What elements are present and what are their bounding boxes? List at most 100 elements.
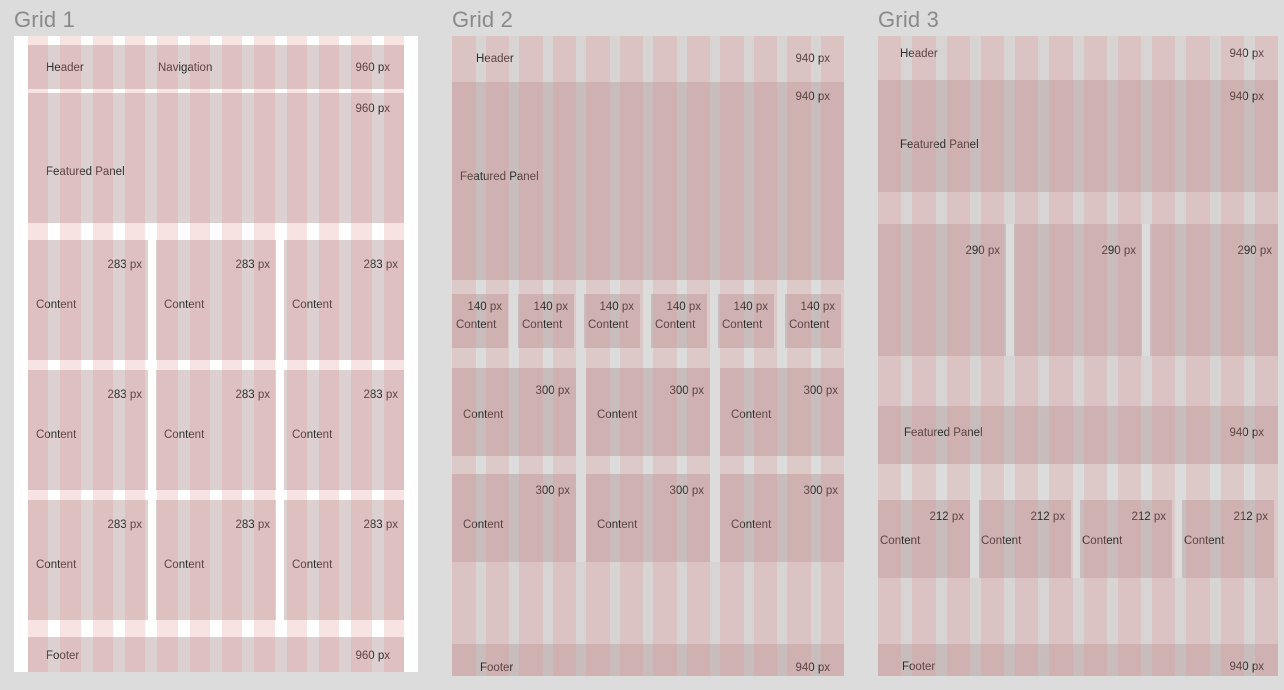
block-featured-panel-1[interactable]: 940 px Featured Panel [878, 80, 1278, 192]
footer-width-label: 940 px [1229, 661, 1264, 673]
block-content-7[interactable]: 300 px Content [452, 368, 576, 456]
header-label: Header [46, 62, 84, 74]
grid-2-inner: Header 940 px 940 px Featured Panel 140 … [452, 36, 844, 676]
content-label: Content [292, 559, 333, 571]
block-header[interactable]: Header Navigation 960 px [28, 45, 404, 89]
block-content-11[interactable]: 300 px Content [586, 474, 710, 562]
content-width-label: 283 px [363, 389, 398, 401]
block-content-1[interactable]: 140 px Content [452, 294, 508, 348]
block-content-10[interactable]: 300 px Content [452, 474, 576, 562]
content-label: Content [880, 535, 921, 547]
block-footer[interactable]: Footer 940 px [452, 644, 844, 676]
content-label: Content [292, 429, 333, 441]
block-content-4[interactable]: 283 px Content [28, 370, 148, 490]
block-content-2[interactable]: 212 px Content [979, 500, 1071, 578]
content-label: Content [164, 299, 205, 311]
block-content-3[interactable]: 283 px Content [284, 240, 404, 360]
block-spacer-top [878, 192, 1278, 224]
block-featured-panel[interactable]: 960 px Featured Panel [28, 93, 404, 223]
footer-label: Footer [902, 661, 936, 673]
content-width-label: 300 px [669, 385, 704, 397]
featured-width-label: 940 px [795, 91, 830, 103]
content-label: Content [731, 409, 772, 421]
block-content-8[interactable]: 300 px Content [586, 368, 710, 456]
block-content-4[interactable]: 140 px Content [651, 294, 707, 348]
block-header[interactable]: Header 940 px [452, 36, 844, 82]
block-content-2[interactable]: 283 px Content [156, 240, 276, 360]
footer-label: Footer [46, 650, 80, 662]
block-media-3[interactable]: 290 px [1150, 224, 1278, 356]
content-width-label: 140 px [467, 301, 502, 313]
block-footer[interactable]: Footer 940 px [878, 644, 1278, 676]
content-label: Content [1184, 535, 1225, 547]
content-label: Content [1082, 535, 1123, 547]
panel-title-grid-1: Grid 1 [14, 7, 76, 32]
media-width-label: 290 px [1237, 245, 1272, 257]
block-content-12[interactable]: 300 px Content [720, 474, 844, 562]
block-content-6[interactable]: 283 px Content [284, 370, 404, 490]
featured-width-label: 940 px [1229, 427, 1264, 439]
featured-label: Featured Panel [904, 427, 983, 439]
content-label: Content [522, 319, 563, 331]
block-content-9[interactable]: 300 px Content [720, 368, 844, 456]
content-label: Content [597, 409, 638, 421]
block-media-2[interactable]: 290 px [1014, 224, 1142, 356]
footer-width-label: 940 px [795, 662, 830, 674]
content-label: Content [597, 519, 638, 531]
grid-1-inner: Header Navigation 960 px 960 px Featured… [28, 36, 404, 672]
grid-3-canvas: Header 940 px 940 px Featured Panel 290 … [878, 36, 1278, 676]
block-footer[interactable]: Footer 960 px [28, 637, 404, 672]
block-featured-panel[interactable]: 940 px Featured Panel [452, 82, 844, 280]
header-width-label: 940 px [795, 53, 830, 65]
block-content-9[interactable]: 283 px Content [284, 500, 404, 620]
content-label: Content [463, 409, 504, 421]
content-label: Content [292, 299, 333, 311]
content-width-label: 283 px [107, 389, 142, 401]
block-content-5[interactable]: 140 px Content [718, 294, 774, 348]
content-width-label: 283 px [107, 519, 142, 531]
header-label: Header [476, 53, 514, 65]
block-featured-panel-2[interactable]: Featured Panel 940 px [878, 406, 1278, 464]
block-spacer-bottom [878, 578, 1278, 644]
navigation-label: Navigation [158, 62, 213, 74]
block-spacer [452, 562, 844, 644]
footer-width-label: 960 px [355, 650, 390, 662]
content-width-label: 140 px [800, 301, 835, 313]
block-content-5[interactable]: 283 px Content [156, 370, 276, 490]
block-content-1[interactable]: 212 px Content [878, 500, 970, 578]
content-label: Content [463, 519, 504, 531]
header-label: Header [900, 48, 938, 60]
content-width-label: 300 px [803, 485, 838, 497]
panel-title-grid-2: Grid 2 [452, 7, 514, 32]
content-width-label: 283 px [235, 259, 270, 271]
featured-label: Featured Panel [460, 171, 539, 183]
content-width-label: 300 px [669, 485, 704, 497]
content-width-label: 140 px [733, 301, 768, 313]
grid-panel-1: Grid 1 Header Navigation 960 px 960 px F… [14, 0, 424, 690]
block-content-1[interactable]: 283 px Content [28, 240, 148, 360]
block-content-7[interactable]: 283 px Content [28, 500, 148, 620]
footer-label: Footer [480, 662, 514, 674]
content-width-label: 300 px [803, 385, 838, 397]
content-label: Content [164, 429, 205, 441]
content-width-label: 283 px [235, 389, 270, 401]
panel-title-grid-3: Grid 3 [878, 7, 940, 32]
content-width-label: 283 px [107, 259, 142, 271]
block-spacer-mid [878, 356, 1278, 406]
block-header[interactable]: Header 940 px [878, 36, 1278, 80]
content-width-label: 140 px [599, 301, 634, 313]
content-label: Content [36, 559, 77, 571]
header-width-label: 940 px [1229, 48, 1264, 60]
block-content-3[interactable]: 212 px Content [1080, 500, 1172, 578]
block-content-6[interactable]: 140 px Content [785, 294, 841, 348]
content-label: Content [164, 559, 205, 571]
block-media-1[interactable]: 290 px [878, 224, 1006, 356]
block-content-4[interactable]: 212 px Content [1182, 500, 1274, 578]
block-content-3[interactable]: 140 px Content [584, 294, 640, 348]
block-content-8[interactable]: 283 px Content [156, 500, 276, 620]
content-label: Content [456, 319, 497, 331]
media-width-label: 290 px [1101, 245, 1136, 257]
block-content-2[interactable]: 140 px Content [518, 294, 574, 348]
content-label: Content [655, 319, 696, 331]
